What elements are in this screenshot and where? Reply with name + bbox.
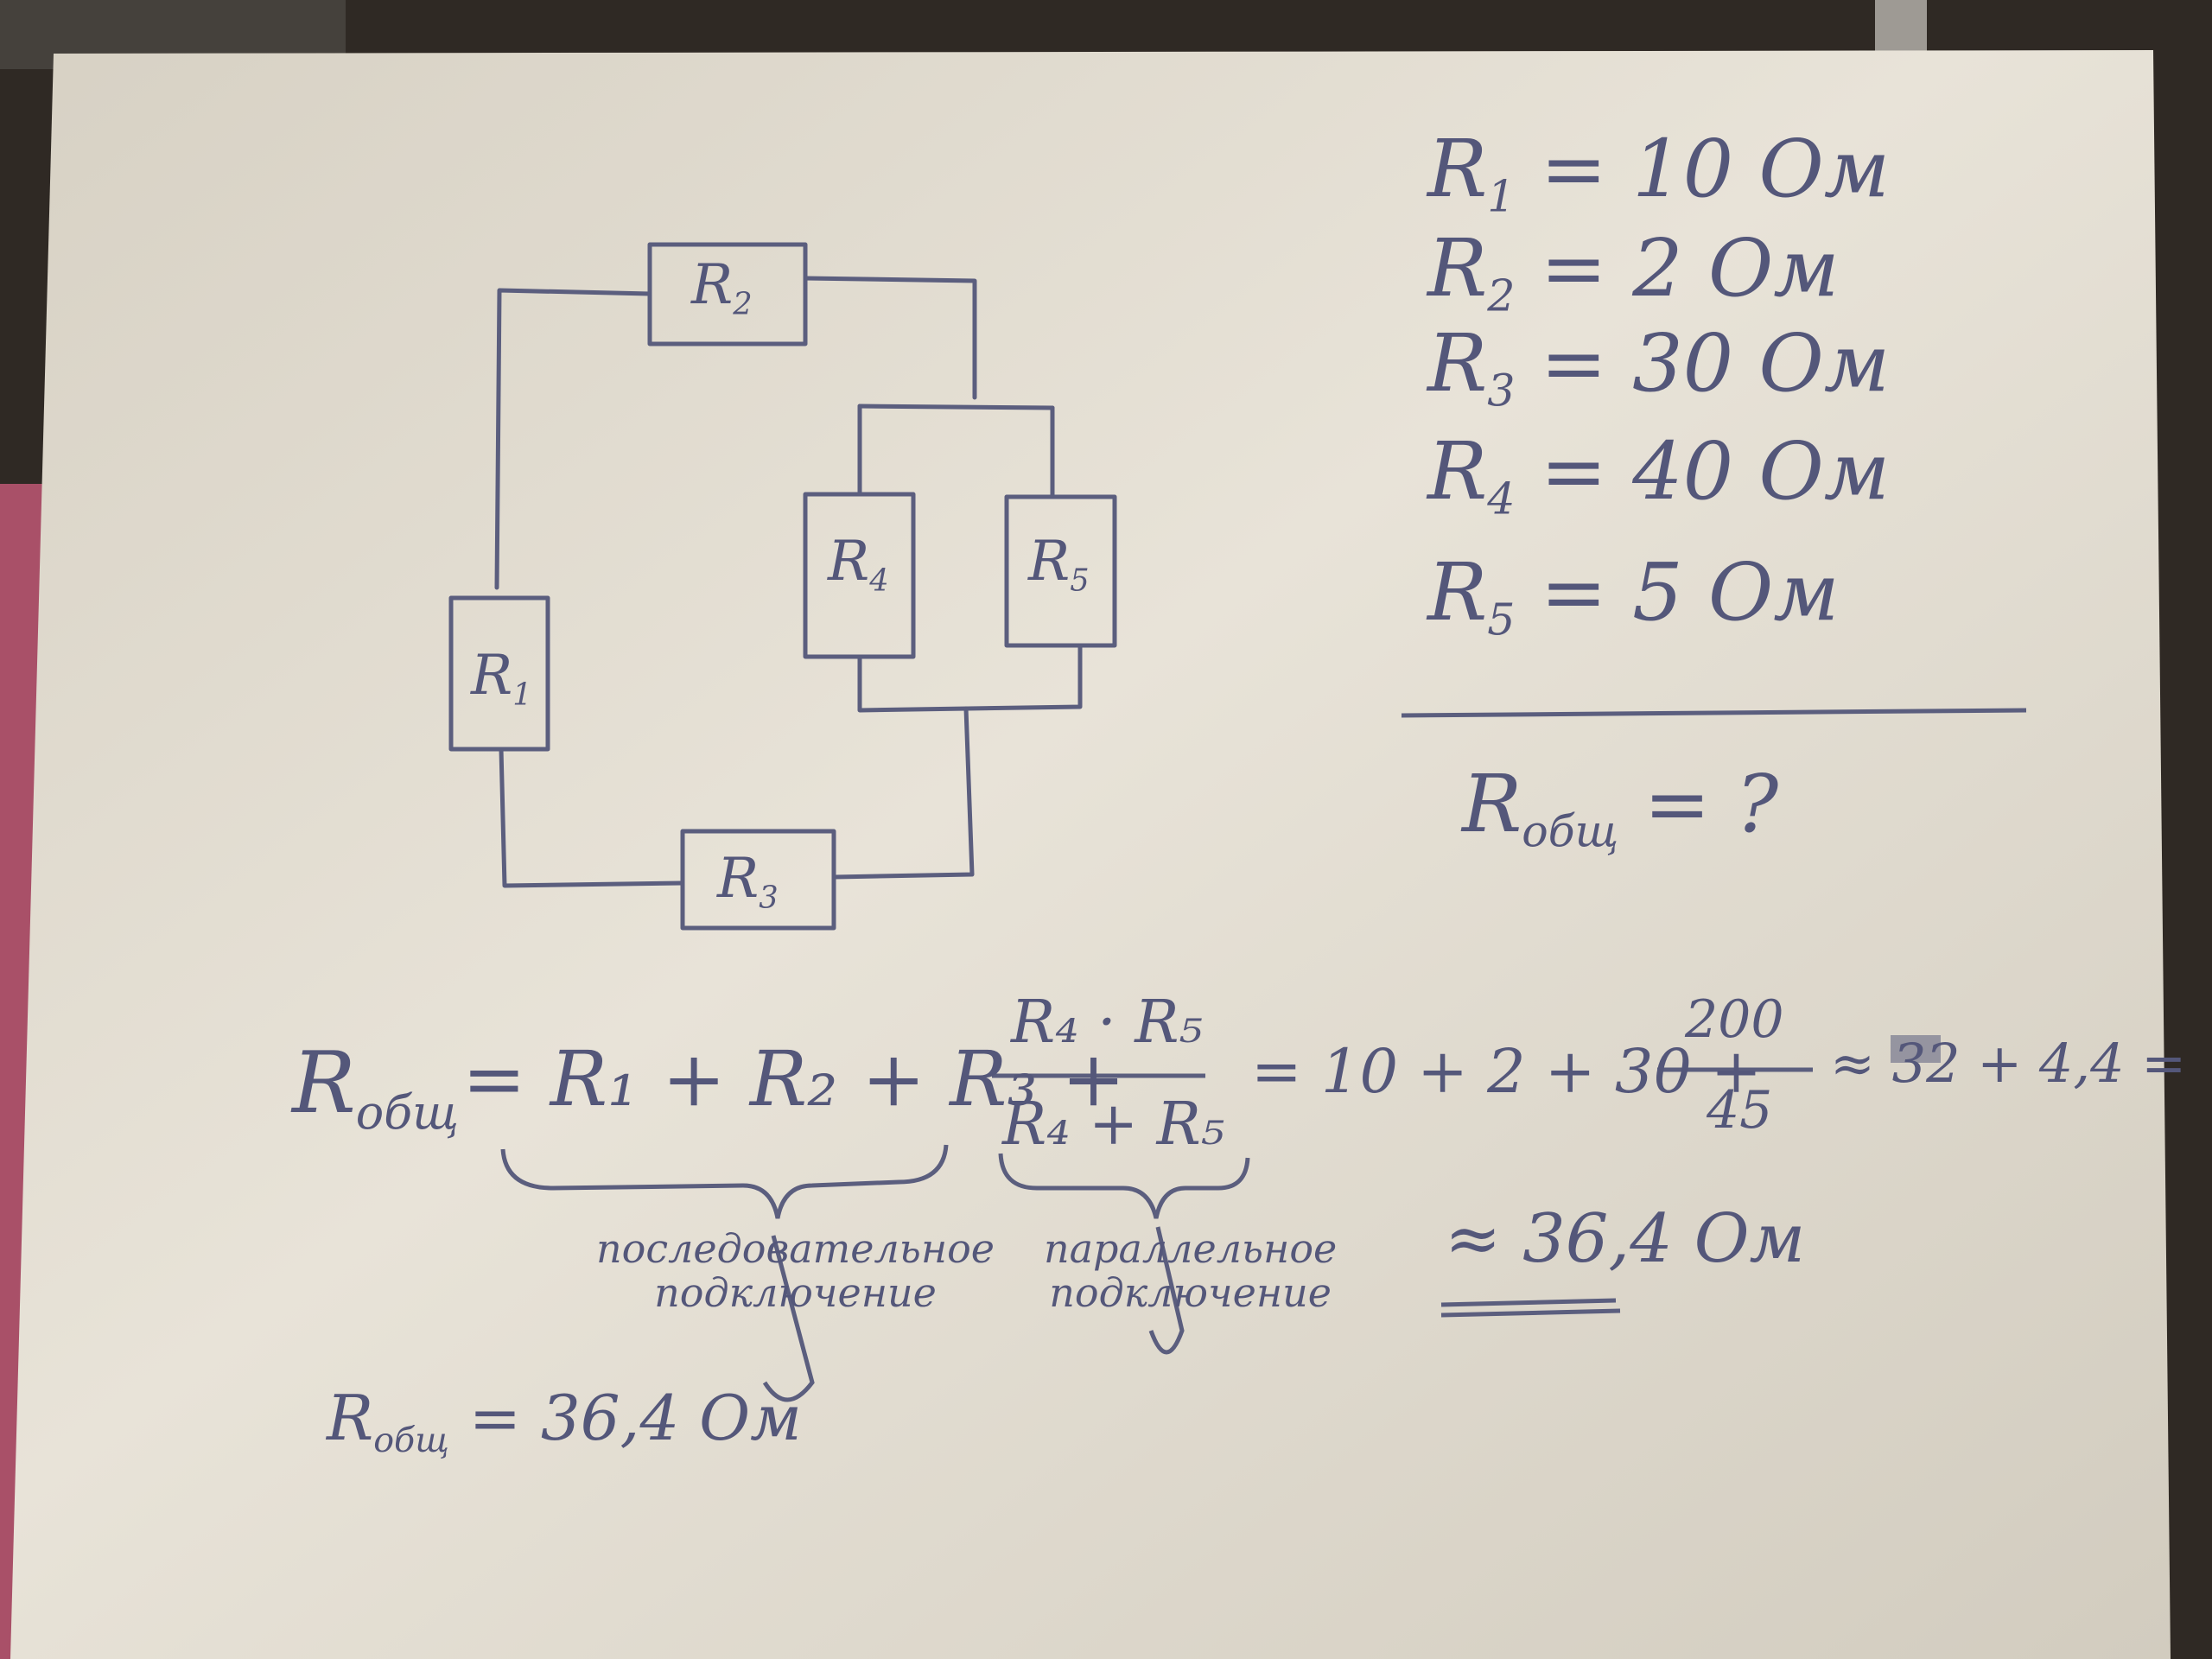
label-r2: R2 bbox=[691, 253, 753, 322]
label-r5: R5 bbox=[1028, 530, 1090, 599]
series-brace bbox=[500, 1144, 949, 1219]
numeric-fraction-numerator: 200 bbox=[1685, 989, 1784, 1050]
note-parallel-line1: параллельное bbox=[1044, 1225, 1338, 1272]
note-parallel: параллельное подключение bbox=[1044, 1227, 1337, 1314]
paper-sheet bbox=[10, 50, 2171, 1659]
equation-numeric: = 10 + 2 + 30 + bbox=[1251, 1036, 1762, 1107]
wire-r1-bottom bbox=[499, 747, 685, 888]
given-r5: R5 = 5 Ом bbox=[1427, 546, 1840, 645]
parallel-brace bbox=[998, 1153, 1250, 1219]
label-r1: R1 bbox=[471, 644, 532, 713]
given-divider bbox=[1401, 708, 2027, 718]
note-series-line1: последовательное bbox=[596, 1225, 995, 1272]
equation-fraction-numerator: R₄ · R₅ bbox=[1011, 988, 1203, 1057]
object-top-right bbox=[1875, 0, 1927, 60]
note-series: последовательное подключение bbox=[596, 1227, 995, 1314]
equation-approx: ≈ 32 + 4,4 = bbox=[1830, 1032, 2187, 1095]
resistor-r3 bbox=[680, 829, 836, 931]
result-underline-2 bbox=[1440, 1308, 1621, 1318]
wire-parallel-bottom bbox=[857, 643, 1083, 713]
wire-r2-left bbox=[494, 288, 652, 590]
label-r3: R3 bbox=[717, 847, 779, 916]
equation-result: ≈ 36,4 Ом bbox=[1445, 1200, 1806, 1278]
final-answer: Rобщ = 36,4 Ом bbox=[327, 1382, 802, 1460]
equation-lhs: Rобщ bbox=[292, 1034, 460, 1140]
equation-fraction-denominator: R₄ + R₅ bbox=[1002, 1090, 1225, 1159]
label-r4: R4 bbox=[828, 530, 889, 599]
parallel-arrow-curve bbox=[1148, 1226, 1185, 1355]
find-total-resistance: Rобщ = ? bbox=[1462, 758, 1779, 857]
wire-r2-right bbox=[803, 276, 977, 400]
note-series-line2: подключение bbox=[654, 1268, 937, 1316]
crossed-out-scribble bbox=[1891, 1035, 1941, 1063]
equation-series-part: = R₁ + R₂ + R₃ + bbox=[462, 1034, 1126, 1123]
numeric-fraction-denominator: 45 bbox=[1707, 1080, 1773, 1141]
series-arrow-curve bbox=[762, 1235, 815, 1402]
wire-parallel-top bbox=[857, 404, 1055, 410]
resistor-r5 bbox=[1004, 494, 1117, 648]
wire-r3-right bbox=[832, 706, 975, 880]
given-r3: R3 = 30 Ом bbox=[1427, 317, 1891, 416]
note-parallel-line2: подключение bbox=[1049, 1268, 1332, 1316]
given-r4: R4 = 40 Ом bbox=[1427, 425, 1891, 524]
result-underline-1 bbox=[1440, 1298, 1617, 1307]
given-r2: R2 = 2 Ом bbox=[1427, 222, 1840, 321]
given-r1: R1 = 10 Ом bbox=[1427, 123, 1891, 222]
